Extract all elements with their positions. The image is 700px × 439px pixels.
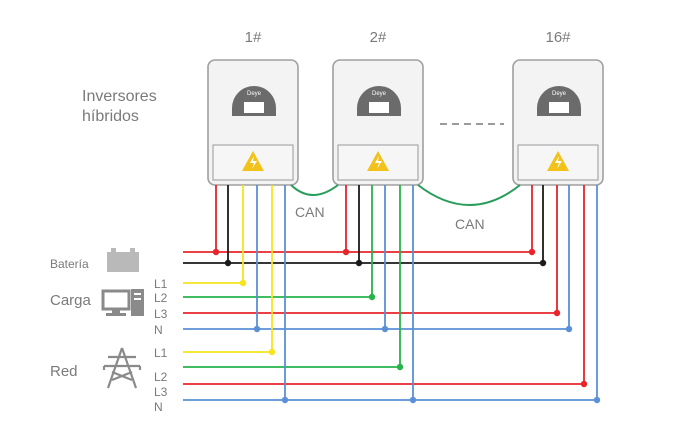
- load-l3-label: L3: [154, 307, 168, 321]
- inverter-16-bolt-icon: [555, 156, 562, 169]
- can-link-2-16: [417, 184, 521, 206]
- title-line-2: híbridos: [82, 108, 139, 125]
- inverter-2-bolt-icon: [375, 156, 382, 169]
- junction-dot: [355, 259, 363, 267]
- junctions: [212, 248, 601, 404]
- inverter-1-number: 1#: [245, 29, 262, 46]
- inverter-2-brand: Deye: [372, 91, 387, 97]
- inverter-2-logo-icon: [357, 86, 401, 116]
- battery-label: Batería: [50, 257, 89, 271]
- inverter-1: Deye: [207, 59, 299, 186]
- computer-icon: [101, 289, 144, 316]
- load-n-label: N: [154, 323, 163, 337]
- junction-dot: [239, 279, 247, 287]
- load-label: Carga: [50, 292, 92, 309]
- junction-dot: [253, 325, 261, 333]
- inverter-1-logo-icon: [232, 86, 276, 116]
- grid-l2-label: L2: [154, 370, 168, 384]
- inverter-16-display: [549, 102, 569, 113]
- load-l2-label: L2: [154, 291, 168, 305]
- inverter-1-bolt-icon: [250, 156, 257, 169]
- load-l3-line: [183, 185, 558, 314]
- grid-label: Red: [50, 363, 78, 380]
- junction-dot: [565, 325, 573, 333]
- junction-dot: [580, 380, 588, 388]
- inverter-16-number: 16#: [545, 29, 571, 46]
- junction-dot: [381, 325, 389, 333]
- junction-dot: [409, 396, 417, 404]
- junction-dot: [528, 248, 536, 256]
- wiring: [183, 185, 598, 401]
- junction-dot: [212, 248, 220, 256]
- can-label-1: CAN: [295, 204, 325, 220]
- load-l1-line: [183, 185, 244, 284]
- inverter-2-number: 2#: [370, 29, 387, 46]
- junction-dot: [281, 396, 289, 404]
- grid-l1-label: L1: [154, 346, 168, 360]
- junction-dot: [342, 248, 350, 256]
- inverter-16: Deye: [512, 59, 604, 186]
- load-l2-line: [183, 185, 373, 298]
- junction-dot: [593, 396, 601, 404]
- load-l1-label: L1: [154, 277, 168, 291]
- junction-dot: [224, 259, 232, 267]
- junction-dot: [553, 309, 561, 317]
- battery-icon: [107, 248, 139, 272]
- inverter-1-display: [244, 102, 264, 113]
- inverter-16-brand: Deye: [552, 91, 567, 97]
- inverter-2: Deye: [332, 59, 424, 186]
- inverter-16-logo-icon: [537, 86, 581, 116]
- junction-dot: [396, 363, 404, 371]
- title-line-1: Inversores: [82, 88, 157, 105]
- junction-dot: [268, 348, 276, 356]
- inverter-2-display: [369, 102, 389, 113]
- can-label-2: CAN: [455, 216, 485, 232]
- junction-dot: [539, 259, 547, 267]
- grid-l3-label: L3: [154, 385, 168, 399]
- transmission-tower-icon: [102, 347, 142, 389]
- junction-dot: [368, 293, 376, 301]
- can-link-1-2: [290, 184, 339, 196]
- inverter-1-brand: Deye: [247, 91, 262, 97]
- grid-n-label: N: [154, 400, 163, 414]
